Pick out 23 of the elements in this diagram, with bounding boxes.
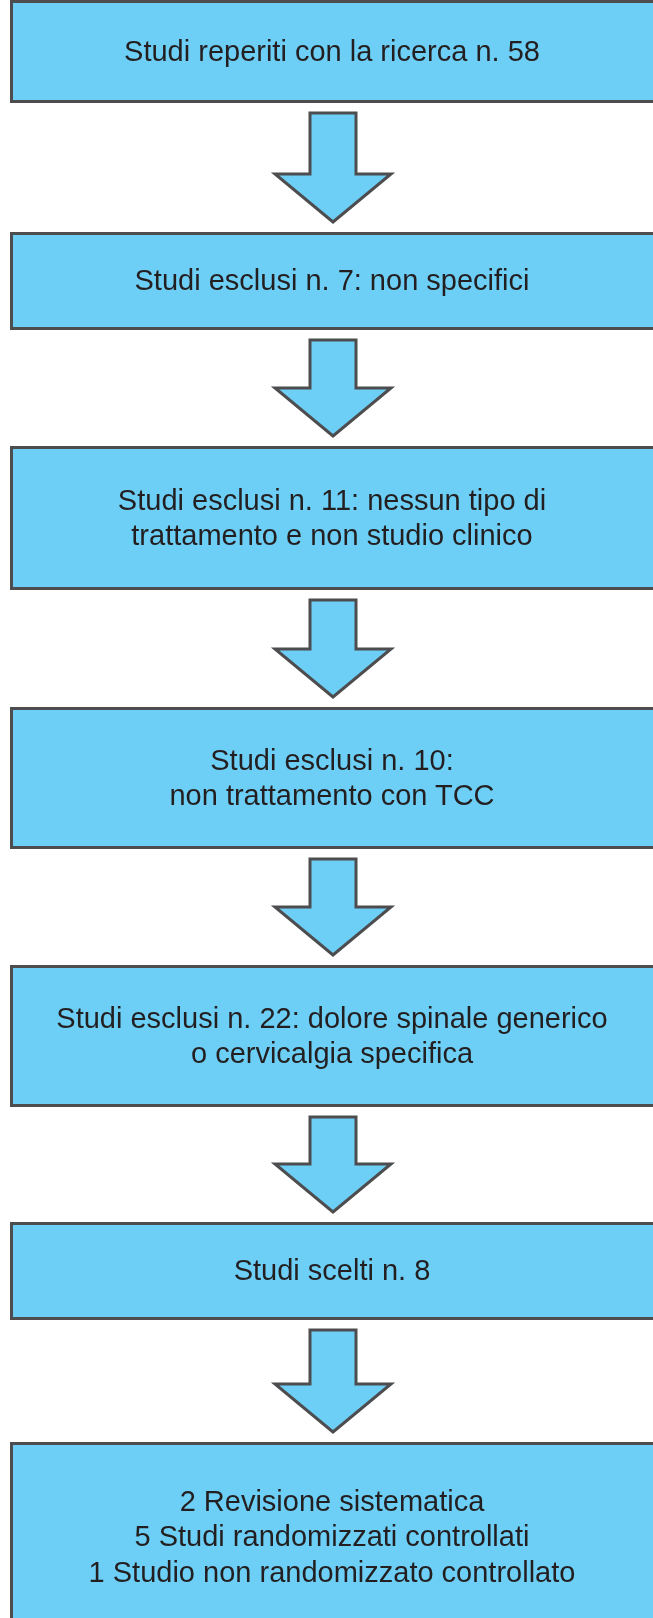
box-text: Studi reperiti con la ricerca n. 58: [124, 33, 540, 69]
process-box: [10, 232, 653, 330]
process-box: [10, 446, 653, 590]
block-arrow: [270, 598, 396, 699]
box-text: non trattamento con TCC: [169, 778, 495, 813]
process-box: [10, 1222, 653, 1320]
process-box: [10, 707, 653, 849]
block-arrow: [270, 111, 396, 224]
box-text: Studi scelti n. 8: [233, 1253, 431, 1289]
block-arrow: [270, 1115, 396, 1214]
block-arrow: [270, 338, 396, 438]
box-text: 2 Revisione sistematica: [179, 1483, 485, 1519]
box-text: 1 Studio non randomizzato controllato: [88, 1554, 576, 1590]
box-text: Studi esclusi n. 7: non specifici: [134, 263, 530, 299]
process-box: [10, 1442, 653, 1618]
block-arrow: [270, 1328, 396, 1434]
box-text: 5 Studi randomizzati controllati: [134, 1519, 530, 1555]
process-box: [10, 0, 653, 103]
process-box: [10, 965, 653, 1107]
box-text: Studi esclusi n. 10:: [210, 742, 454, 778]
block-arrow: [270, 857, 396, 957]
box-text: Studi esclusi n. 22: dolore spinale generico o cervicalgia specifica: [55, 1000, 609, 1071]
box-text: Studi esclusi n. 11: nessun tipo di trattamento e non studio clinico: [116, 482, 548, 553]
